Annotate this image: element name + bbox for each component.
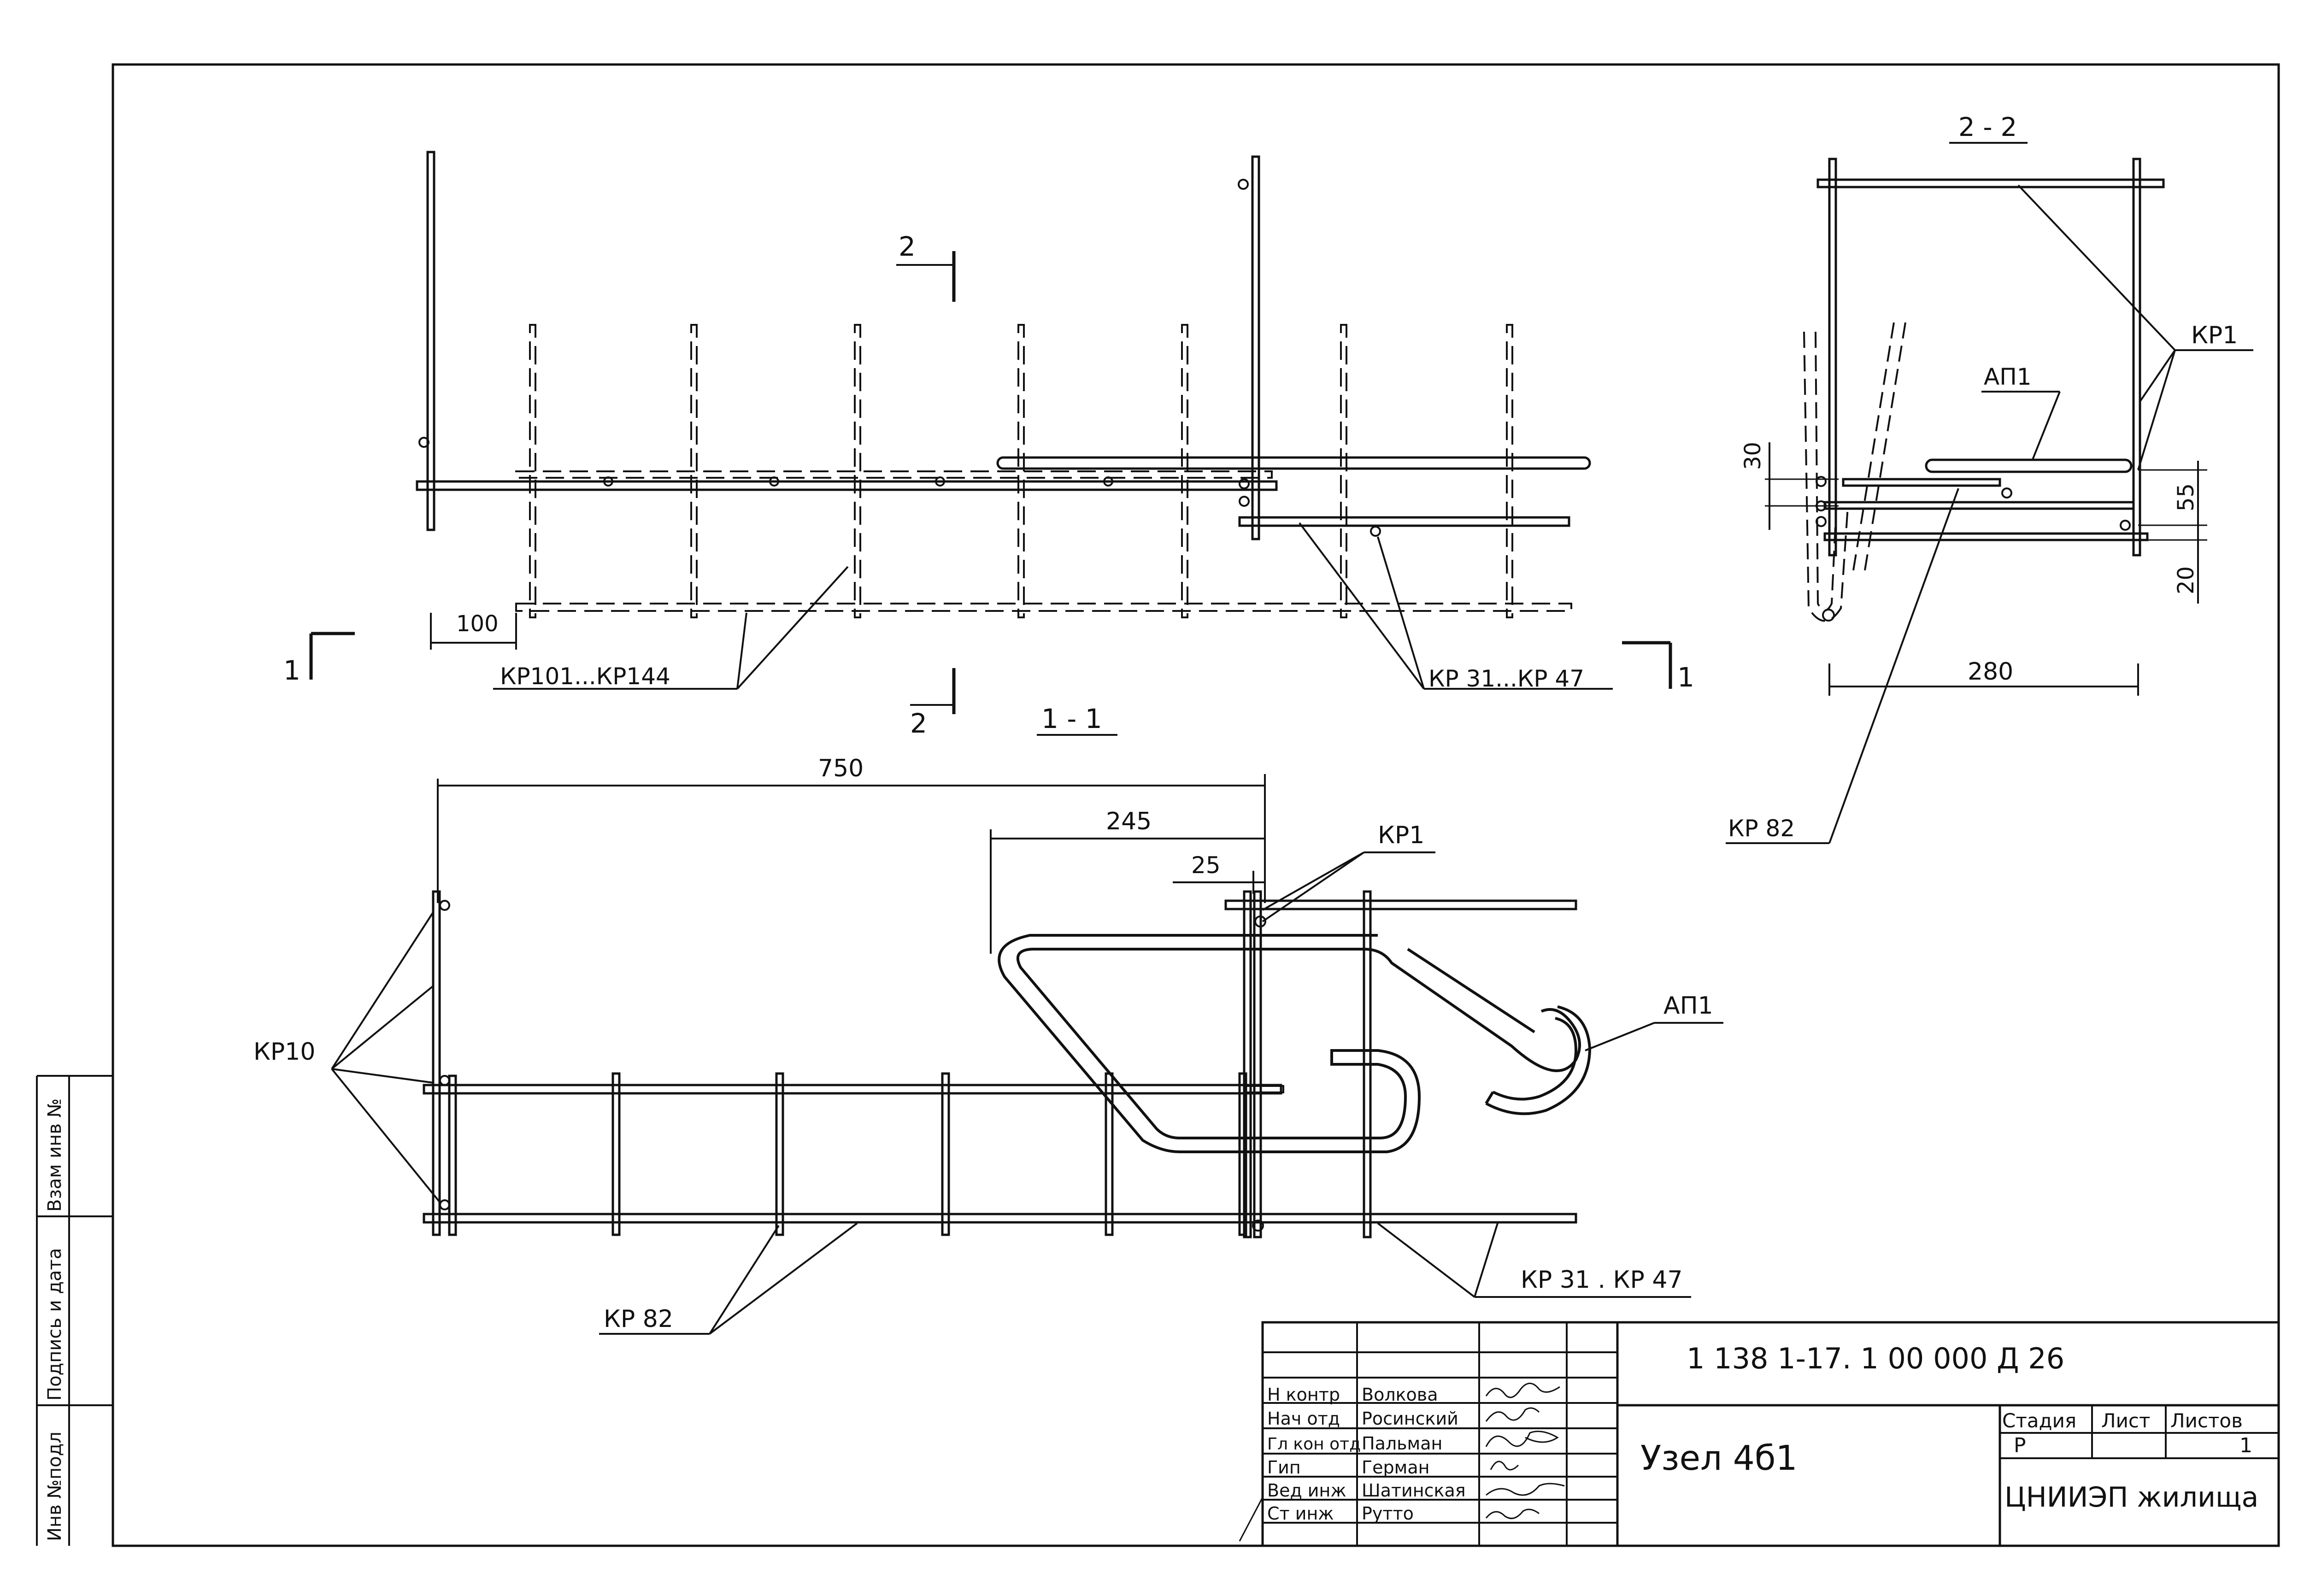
role-2: Гл кон отд — [1267, 1435, 1361, 1454]
role-0: Н контр — [1267, 1385, 1340, 1405]
stage-label: Стадия — [2002, 1409, 2076, 1432]
section-2-2: 2 - 2 КР1 АП1 30 55 20 280 КР 82 — [1726, 112, 2253, 844]
side-stamp-sign: Подпись и дата — [44, 1248, 65, 1401]
label-kp31-kp47-section: КР 31...КР 47 — [1428, 665, 1584, 692]
label-ap1-plan: АП1 — [1663, 992, 1713, 1020]
name-2: Пальман — [1362, 1433, 1442, 1454]
organization: ЦНИИЭП жилища — [2004, 1481, 2258, 1514]
signatures — [1485, 1383, 1565, 1520]
name-3: Герман — [1362, 1457, 1429, 1478]
side-stamp-inv: Инв №подл — [44, 1432, 65, 1541]
label-ap1-section: АП1 — [1984, 364, 2032, 390]
role-5: Ст инж — [1267, 1503, 1334, 1524]
name-4: Шатинская — [1362, 1480, 1466, 1501]
role-3: Гип — [1267, 1457, 1301, 1478]
side-stamp: Инв №подл Подпись и дата Взам инв № — [36, 1075, 114, 1546]
label-kp1-section: КР1 — [2191, 322, 2238, 349]
title-block: 1 138 1-17. 1 00 000 Д 26 Узел 4б1 ЦНИИЭ… — [1239, 1321, 2280, 1547]
label-kp82-section: КР 82 — [1728, 815, 1795, 842]
dim-245: 245 — [1106, 808, 1152, 835]
cut-2-bottom-label: 2 — [910, 708, 927, 739]
role-4: Вед инж — [1267, 1480, 1346, 1501]
dim-20: 20 — [2173, 566, 2199, 594]
cut-1-left-label: 1 — [283, 655, 300, 686]
label-kp101-kp144: КР101...КР144 — [500, 663, 670, 690]
dim-750: 750 — [818, 755, 864, 782]
label-kp82-plan: КР 82 — [604, 1305, 673, 1333]
plan-view: 750 245 25 КР1 АП1 КР10 КР 82 КР 31 . КР… — [253, 755, 1723, 1335]
label-kp31-plan: КР 31 . КР 47 — [1521, 1266, 1683, 1294]
side-stamp-replace: Взам инв № — [44, 1098, 65, 1212]
dim-100: 100 — [456, 611, 499, 637]
sheets-label: Листов — [2170, 1409, 2243, 1432]
sheet-label: Лист — [2101, 1409, 2150, 1432]
name-0: Волкова — [1362, 1385, 1438, 1405]
sheets-value: 1 — [2239, 1434, 2252, 1457]
name-5: Рутто — [1362, 1503, 1414, 1524]
cut-1-right-label: 1 — [1677, 662, 1694, 693]
section-2-2-title: 2 - 2 — [1958, 112, 2017, 142]
drawing-title: Узел 4б1 — [1640, 1438, 1798, 1478]
drawing-code: 1 138 1-17. 1 00 000 Д 26 — [1687, 1342, 2064, 1375]
sheet-frame — [112, 63, 2280, 1547]
dim-25: 25 — [1191, 852, 1221, 879]
dim-280: 280 — [1968, 658, 2013, 686]
stage-value: Р — [2014, 1434, 2026, 1457]
label-kp10: КР10 — [253, 1038, 315, 1066]
label-kp1-plan: КР1 — [1378, 821, 1424, 849]
cut-2-top-label: 2 — [899, 231, 916, 262]
section-1-1: 1 1 2 2 1 - 1 100 КР101...КР144 КР 31...… — [283, 151, 1694, 739]
section-1-1-title: 1 - 1 — [1041, 703, 1102, 734]
dim-30: 30 — [1740, 442, 1766, 470]
dim-55: 55 — [2173, 483, 2199, 511]
name-1: Росинский — [1362, 1408, 1458, 1429]
role-1: Нач отд — [1267, 1408, 1340, 1429]
